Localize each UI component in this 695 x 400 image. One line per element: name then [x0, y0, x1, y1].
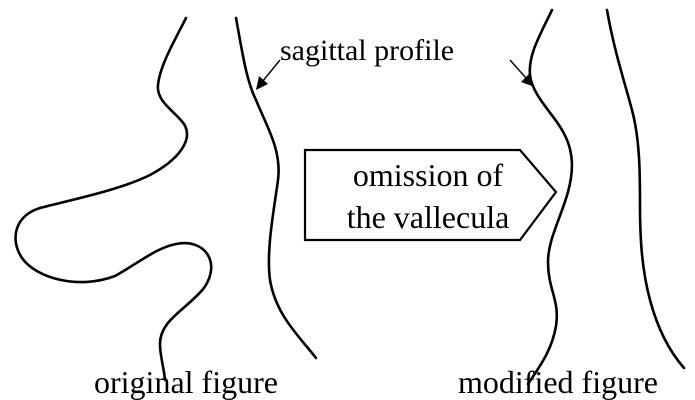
- omission-label-line1: omission of: [353, 157, 504, 193]
- modified-figure-caption: modified figure: [458, 364, 658, 400]
- original-profile-arrowhead: [256, 76, 268, 90]
- original-left-contour: [16, 18, 212, 380]
- omission-label-line2: the vallecula: [347, 199, 510, 235]
- sagittal-profile-label: sagittal profile: [280, 34, 454, 67]
- original-profile-pointer-line: [262, 60, 280, 82]
- modified-profile-pointer-line: [510, 60, 526, 78]
- original-figure-caption: original figure: [94, 364, 278, 400]
- modified-right-contour: [607, 10, 684, 368]
